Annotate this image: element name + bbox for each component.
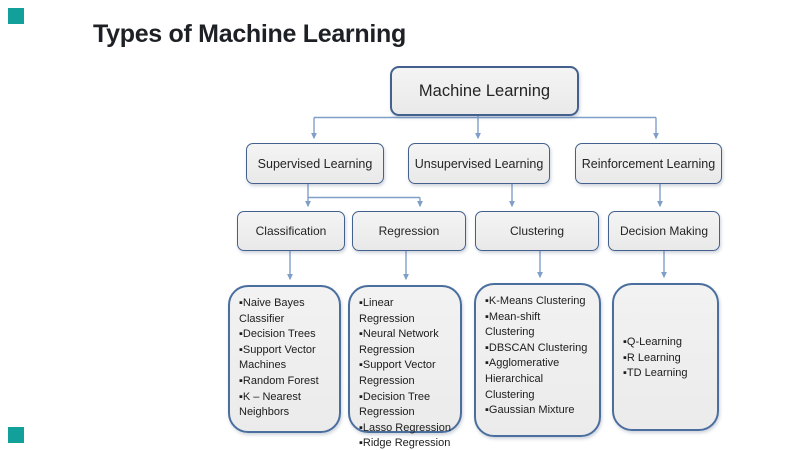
node-label: Unsupervised Learning [414,156,544,171]
node-label: Machine Learning [418,81,551,100]
node-classification: Classification [237,211,345,251]
leaf-item: ▪Naive Bayes Classifier [239,297,305,325]
leaf-item: ▪Gaussian Mixture [485,404,575,417]
node-supervised-learning: Supervised Learning [246,143,384,184]
leaf-list-clustering: ▪K-Means Clustering ▪Mean-shift Clusterin… [474,283,601,437]
node-clustering: Clustering [475,211,599,251]
leaf-item: ▪Support Vector Machines [239,343,316,372]
page-title: Types of Machine Learning [93,20,406,48]
leaf-item: ▪Random Forest [239,375,319,388]
node-label: Decision Making [619,224,709,238]
node-unsupervised-learning: Unsupervised Learning [408,143,550,184]
node-regression: Regression [352,211,466,251]
leaf-item: ▪R Learning [623,351,681,364]
leaf-item: ▪DBSCAN Clustering [485,341,588,354]
node-machine-learning: Machine Learning [390,66,579,116]
leaf-item: ▪Q-Learning [623,336,682,349]
node-decision-making: Decision Making [608,211,720,251]
leaf-list-classification: ▪Naive Bayes Classifier ▪Decision Trees ▪S… [228,285,341,433]
node-label: Classification [255,224,327,238]
leaf-item: ▪K – Nearest Neighbors [239,390,301,419]
node-label: Regression [378,224,440,238]
leaf-item: ▪Neural Network Regression [359,328,439,356]
leaf-item: ▪Support Vector Regression [359,359,436,388]
leaf-item: ▪Ridge Regression [359,437,451,450]
node-reinforcement-learning: Reinforcement Learning [575,143,722,184]
leaf-item: ▪K-Means Clustering [485,295,586,307]
node-label: Reinforcement Learning [581,156,716,171]
leaf-item: ▪TD Learning [623,367,688,380]
accent-square-top-left [8,8,24,24]
leaf-item: ▪Mean-shift Clustering [485,310,541,339]
node-label: Clustering [509,224,565,238]
leaf-list-regression: ▪Linear Regression ▪Neural Network Regres… [348,285,462,449]
leaf-list-decision-making: ▪Q-Learning ▪R Learning ▪TD Learning [612,283,719,431]
leaf-item: ▪Decision Tree Regression [359,390,431,419]
leaf-item: ▪Decision Trees [239,328,316,341]
leaf-item: ▪Lasso Regression [359,421,451,434]
node-label: Supervised Learning [257,156,373,171]
leaf-item: ▪Agglomerative Hierarchical Clustering [485,357,560,401]
leaf-item: ▪Linear Regression [359,297,415,325]
accent-square-bottom-left [8,427,24,443]
